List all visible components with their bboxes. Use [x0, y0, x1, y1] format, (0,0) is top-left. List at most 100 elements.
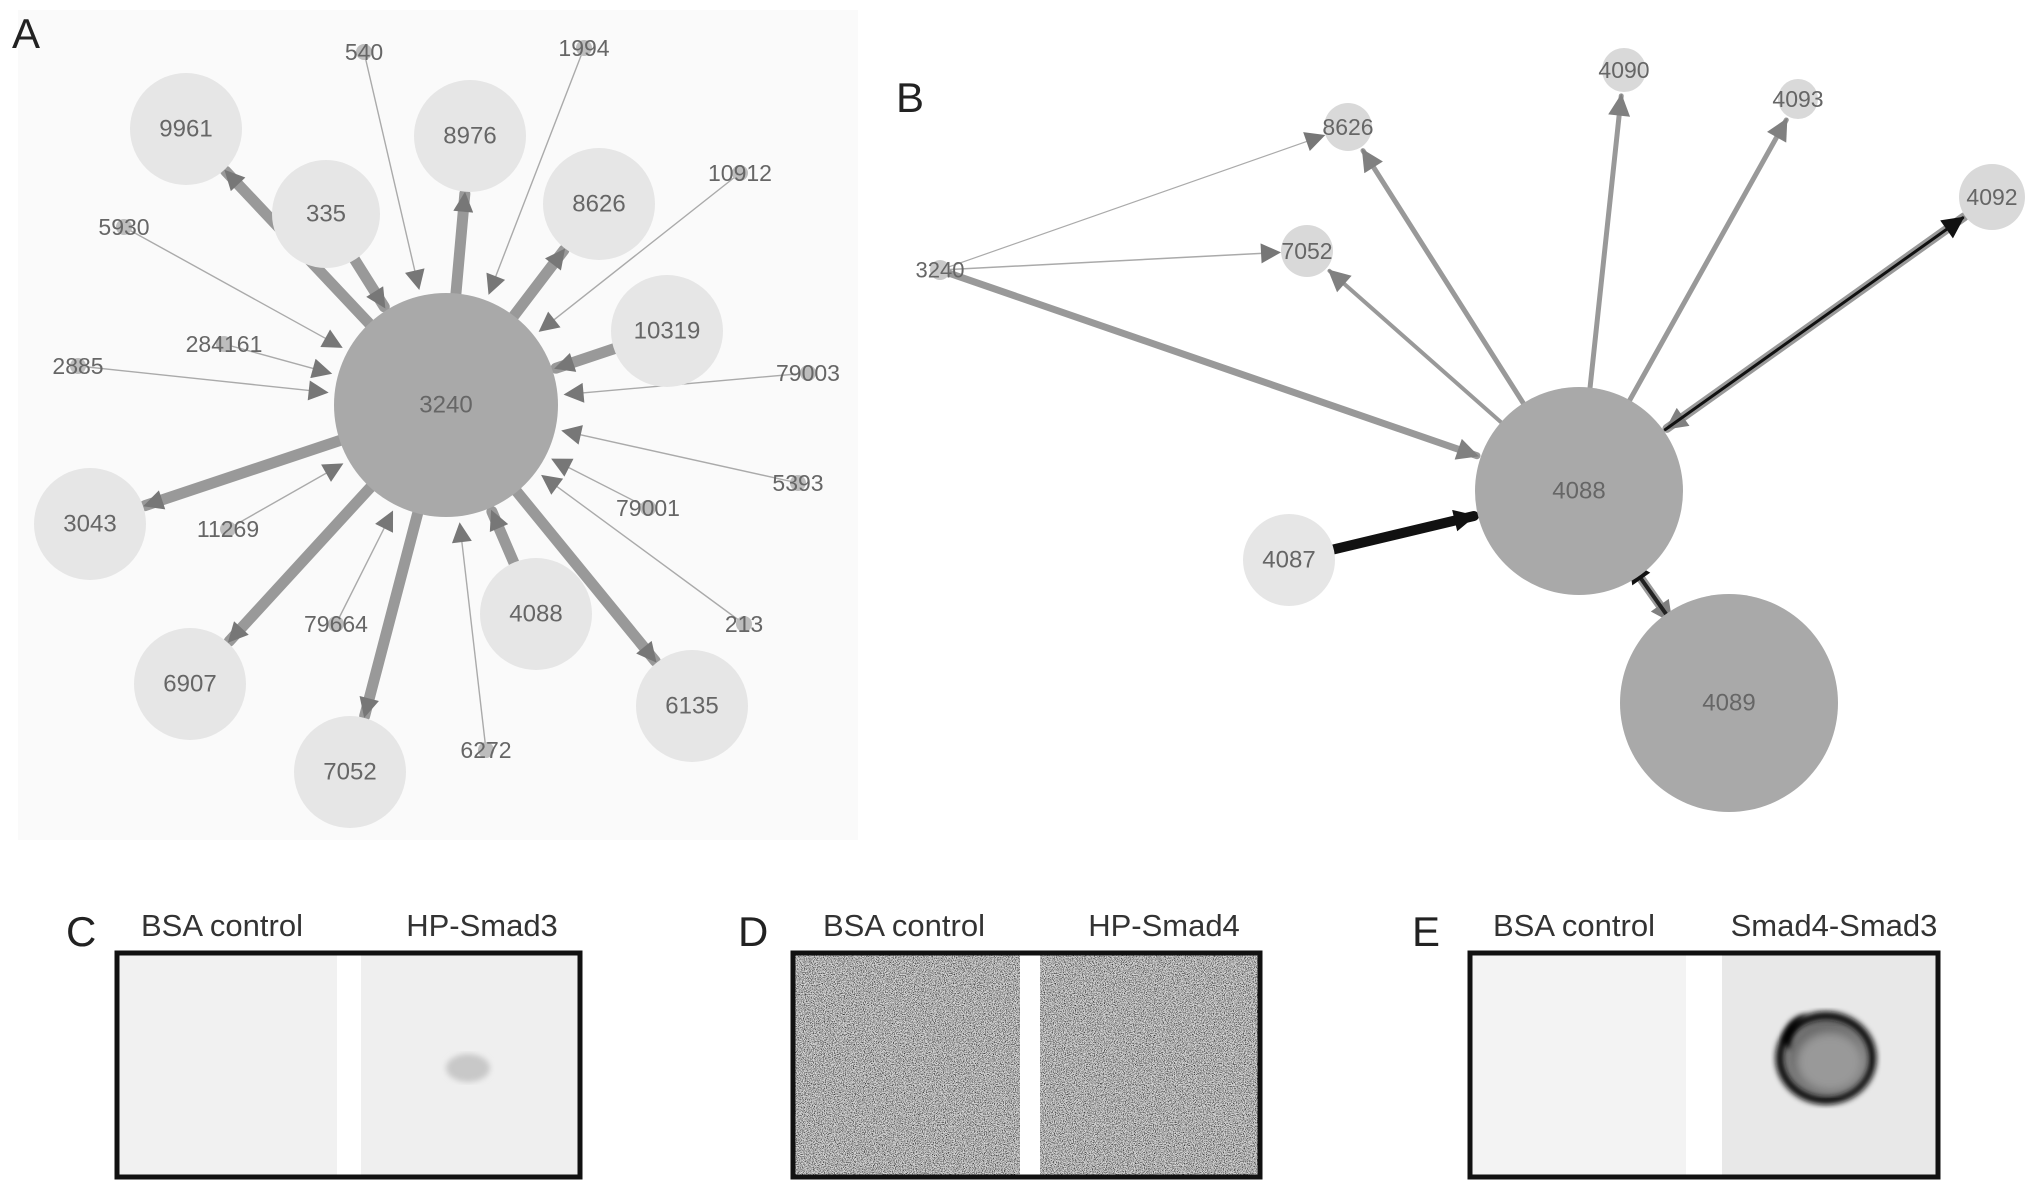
- node-4092: [1959, 164, 2025, 230]
- node-label-335: 335: [306, 201, 346, 228]
- panel-e-divider: [1686, 955, 1722, 1175]
- node-dot-1994: [576, 40, 592, 56]
- panel-e-right-label: Smad4-Smad3: [1731, 908, 1938, 943]
- node-8626: [1324, 103, 1372, 151]
- node-label-4092: 4092: [1966, 184, 2017, 210]
- node-label-6135: 6135: [665, 693, 718, 720]
- node-dot-79664: [328, 616, 344, 632]
- panel-e-frame: [1467, 950, 1941, 1180]
- panel-e-letter: E: [1412, 908, 1440, 955]
- node-label-540: 540: [345, 39, 383, 65]
- node-label-3240: 3240: [916, 258, 965, 283]
- node-dot-284161: [216, 336, 232, 352]
- panel-d-left-label: BSA control: [823, 908, 985, 943]
- node-3240: [334, 293, 558, 517]
- edge-a-center-to-6135: [507, 481, 661, 667]
- node-3240: [930, 260, 950, 280]
- edge-b-4088-to-4092: [1663, 216, 1965, 432]
- node-label-6907: 6907: [163, 671, 216, 698]
- node-label-10319: 10319: [634, 318, 701, 345]
- node-label-8626: 8626: [1322, 114, 1373, 140]
- node-dot-5393: [790, 475, 806, 491]
- panel-c-left-blot: [117, 955, 337, 1175]
- edge-a-4088-to-center: [486, 506, 521, 572]
- node-335: [272, 160, 380, 268]
- edge-a-center-to-7052: [359, 502, 425, 722]
- panel-d-frame: [790, 950, 1263, 1180]
- node-8976: [414, 80, 526, 192]
- node-label-284161: 284161: [186, 331, 263, 357]
- edge-a-335-to-center: [347, 250, 390, 313]
- edge-a-5930-to-center: [123, 226, 343, 348]
- edge-b-4088-to-7052: [1327, 268, 1504, 425]
- panel-e-left-label: BSA control: [1493, 908, 1655, 943]
- node-label-6272: 6272: [460, 737, 511, 763]
- node-label-4087: 4087: [1262, 547, 1315, 574]
- node-label-4088: 4088: [1552, 478, 1605, 505]
- node-label-2885: 2885: [52, 353, 103, 379]
- edge-a-213-to-center: [541, 474, 745, 625]
- node-label-3043: 3043: [63, 511, 116, 538]
- panel-c-frame: [114, 950, 583, 1180]
- node-label-8626: 8626: [572, 191, 625, 218]
- node-label-8976: 8976: [443, 123, 496, 150]
- panel-c-right-label: HP-Smad3: [406, 908, 558, 943]
- node-4093: [1778, 79, 1818, 119]
- edge-a-5393-to-center: [561, 425, 799, 484]
- panel-c-letter: C: [66, 908, 96, 955]
- edge-a-79001-to-center: [551, 458, 649, 509]
- panel-d-divider: [1020, 955, 1040, 1175]
- node-9961: [130, 73, 242, 185]
- node-4089: [1620, 594, 1838, 812]
- node-dot-10912: [732, 165, 748, 181]
- panel-e: E BSA control Smad4-Smad3: [1412, 908, 1941, 1180]
- node-4088: [480, 558, 592, 670]
- node-label-5930: 5930: [98, 214, 149, 240]
- edge-a-6272-to-center: [451, 522, 487, 751]
- panel-d-letter: D: [738, 908, 768, 955]
- edge-a-79003-to-center: [563, 372, 809, 403]
- edge-b-3240-to-8626: [948, 132, 1326, 268]
- panel-c-divider: [337, 955, 361, 1175]
- panel-d-left-blot: [795, 955, 1020, 1175]
- edge-a-center-to-8626: [504, 244, 570, 327]
- edge-a-10912-to-center: [538, 172, 741, 332]
- node-7052: [294, 716, 406, 828]
- panel-a-letter: A: [12, 10, 40, 57]
- panel-d-right-label: HP-Smad4: [1088, 908, 1240, 943]
- edge-b-4088-to-8626: [1360, 148, 1526, 406]
- node-label-1994: 1994: [558, 35, 609, 61]
- node-label-79664: 79664: [304, 611, 368, 637]
- edge-a-79664-to-center: [335, 510, 394, 625]
- edge-b-3240-to-4088: [945, 269, 1481, 460]
- node-dot-79001: [640, 500, 656, 516]
- node-label-7052: 7052: [1281, 238, 1332, 264]
- edge-a-2885-to-center: [77, 365, 329, 401]
- node-4090: [1602, 48, 1646, 92]
- node-label-9961: 9961: [159, 116, 212, 143]
- node-label-10912: 10912: [708, 160, 772, 186]
- edge-a-10319-to-center: [550, 342, 624, 374]
- panel-d: D BSA control HP-Smad4: [738, 908, 1263, 1180]
- node-label-7052: 7052: [323, 759, 376, 786]
- node-7052: [1281, 225, 1333, 277]
- node-6135: [636, 650, 748, 762]
- node-label-213: 213: [725, 611, 763, 637]
- node-10319: [611, 275, 723, 387]
- node-dot-79003: [800, 365, 816, 381]
- node-dot-6272: [478, 742, 494, 758]
- node-4088: [1475, 387, 1683, 595]
- edge-a-center-to-8976: [449, 188, 474, 305]
- panel-c-faint-spot: [446, 1054, 490, 1082]
- panel-e-strong-spot: [1775, 1011, 1877, 1105]
- edge-a-284161-to-center: [223, 343, 333, 379]
- node-label-79003: 79003: [776, 360, 840, 386]
- panel-c: C BSA control HP-Smad3: [66, 908, 583, 1180]
- edge-a-1994-to-center: [486, 47, 585, 295]
- node-label-4090: 4090: [1598, 57, 1649, 83]
- edge-b-3240-to-7052: [949, 243, 1282, 271]
- node-label-5393: 5393: [772, 470, 823, 496]
- edge-a-center-to-3043: [139, 433, 351, 512]
- node-6907: [134, 628, 246, 740]
